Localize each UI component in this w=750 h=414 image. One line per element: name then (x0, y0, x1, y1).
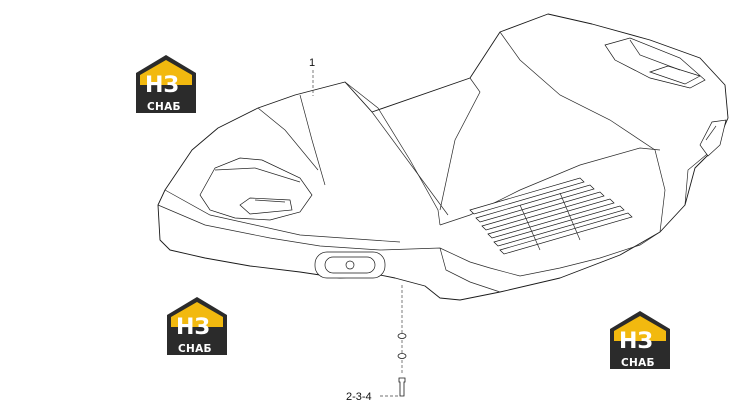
bolt (398, 377, 406, 397)
vent-grille (469, 177, 633, 255)
cover-part (157, 13, 729, 301)
logo-top-left: НЗ СНАБ (136, 55, 196, 113)
callout-1: 1 (309, 57, 315, 96)
logo-bottom-text: СНАБ (147, 101, 181, 113)
logo-bottom-text: СНАБ (178, 343, 212, 355)
logo-top-text: НЗ (619, 329, 653, 354)
callout-2-3-4: 2-3-4 (346, 391, 398, 403)
callout-label-1: 1 (309, 57, 315, 69)
callout-label-2-3-4: 2-3-4 (346, 391, 372, 403)
washer-bottom (397, 353, 407, 359)
logo-top-text: НЗ (176, 315, 210, 340)
logo-bottom-left: НЗ СНАБ (167, 297, 227, 355)
logo-top-text: НЗ (145, 73, 179, 98)
logo-bottom-right: НЗ СНАБ (610, 311, 670, 369)
washer-top (397, 333, 407, 339)
logo-bottom-text: СНАБ (621, 357, 655, 369)
fastener-stack (397, 285, 407, 397)
